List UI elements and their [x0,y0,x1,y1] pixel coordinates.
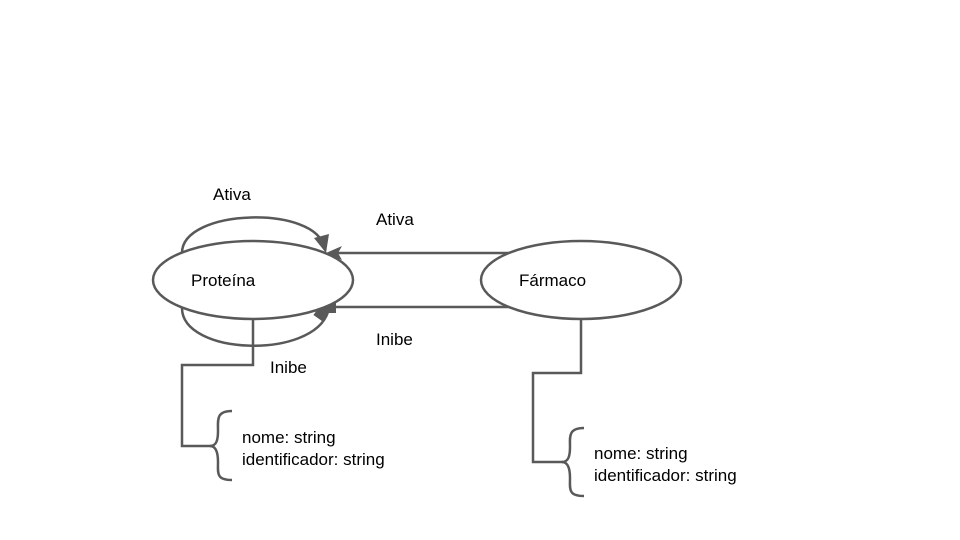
drug-node-label: Fármaco [519,271,586,290]
self-activate-label: Ativa [213,185,251,204]
protein-attribute-name: nome: string [242,428,336,447]
drug-activates-protein-arrowhead [326,246,342,260]
self-activate-arrowhead [314,234,329,253]
drug-inhibits-label: Inibe [376,330,413,349]
drug-activates-label: Ativa [376,210,414,229]
protein-attribute-id: identificador: string [242,450,385,469]
self-activate-loop [180,216,326,254]
drug-attributes-connector [531,319,583,464]
drug-attribute-name: nome: string [594,444,688,463]
drug-attributes-brace [561,426,585,498]
self-inhibit-label: Inibe [270,358,307,377]
self-inhibit-loop [180,307,330,347]
protein-attributes-connector [180,319,255,448]
protein-node-label: Proteína [191,271,256,290]
drug-attribute-id: identificador: string [594,466,737,485]
protein-attributes-brace [209,409,233,482]
